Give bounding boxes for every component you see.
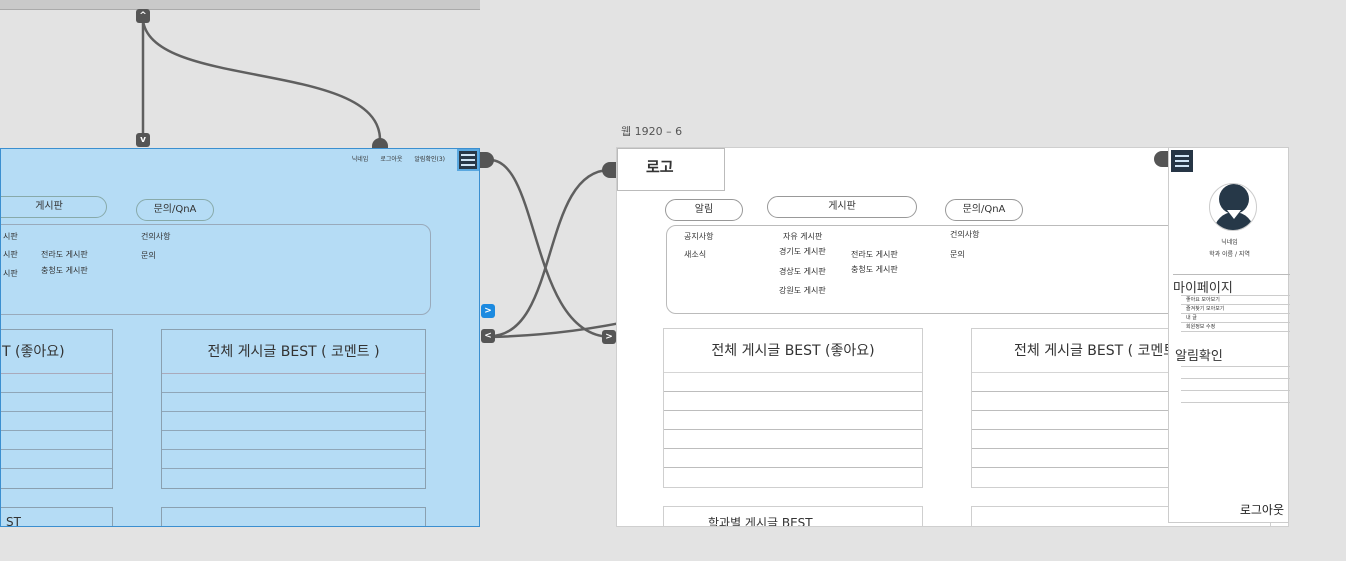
board-link-jeolla[interactable]: 전라도 게시판	[41, 250, 88, 259]
dept-best-title: ST	[6, 515, 21, 527]
board-link-free[interactable]: 자유 게시판	[783, 232, 823, 241]
top-nav: 닉네임 로그아웃 알림확인(3)	[352, 154, 445, 163]
nav-nickname[interactable]: 닉네임	[351, 156, 369, 163]
notification-list	[1181, 366, 1290, 403]
chevron-up-icon[interactable]: ^	[136, 9, 150, 23]
mypage-favorites[interactable]: 즐겨찾기 모아보기	[1181, 305, 1290, 314]
connector-anchor-logout[interactable]	[372, 138, 388, 148]
board-link-gyeonggi[interactable]: 경기도 게시판	[779, 247, 826, 256]
connector-back-to-logo	[489, 168, 611, 338]
tab-qna[interactable]: 문의/QnA	[136, 199, 214, 221]
logout-button[interactable]: 로그아웃	[1239, 503, 1284, 517]
qna-link-inquiry[interactable]: 문의	[141, 251, 156, 260]
tab-board[interactable]: 게시판	[767, 196, 917, 218]
connector-anchor-logo[interactable]	[602, 162, 616, 178]
dept-best-title: 학과별 게시글 BEST	[708, 516, 813, 527]
board-link[interactable]: 시판	[3, 232, 18, 241]
board-link-gangwon[interactable]: 강원도 게시판	[779, 286, 826, 295]
hamburger-menu-icon[interactable]	[1171, 150, 1193, 172]
dept-best-card: ST	[1, 507, 113, 527]
chevron-down-icon[interactable]: v	[136, 133, 150, 147]
category-box	[1, 224, 431, 315]
best-like-title: 전체 게시글 BEST (좋아요)	[664, 329, 922, 373]
user-dept-region: 학과 이름 / 지역	[1209, 251, 1250, 258]
hamburger-menu-icon[interactable]	[457, 149, 479, 171]
best-comment-card: 전체 게시글 BEST ( 코멘트	[971, 328, 1271, 488]
chevron-right-icon[interactable]: >	[602, 330, 616, 344]
chevron-right-icon[interactable]: >	[481, 304, 495, 318]
tab-board[interactable]: 게시판	[1, 196, 107, 218]
connector-menu-to-right	[489, 158, 611, 339]
mypage-edit-profile[interactable]: 회원정보 수정	[1181, 323, 1290, 332]
nav-notifications[interactable]: 알림확인(3)	[414, 156, 445, 163]
board-link[interactable]: 시판	[3, 269, 18, 278]
mypage-side-panel[interactable]: 닉네임 학과 이름 / 지역 마이페이지 좋아요 모아보기 즐겨찾기 모아보기 …	[1168, 147, 1290, 523]
connector-anchor-menu[interactable]	[480, 152, 494, 168]
user-nickname: 닉네임	[1221, 239, 1238, 246]
user-avatar-icon	[1209, 183, 1257, 231]
board-link-chungcheong[interactable]: 충청도 게시판	[41, 266, 88, 275]
best-comment-title: 전체 게시글 BEST ( 코멘트	[972, 329, 1270, 373]
best-comment-title: 전체 게시글 BEST ( 코멘트 )	[162, 330, 425, 374]
board-link-gyeongsang[interactable]: 경상도 게시판	[779, 267, 826, 276]
tab-qna[interactable]: 문의/QnA	[945, 199, 1023, 221]
notice-link[interactable]: 공지사항	[684, 232, 714, 241]
nav-logout[interactable]: 로그아웃	[380, 156, 403, 163]
mypage-my-posts[interactable]: 내 글	[1181, 314, 1290, 323]
best-like-card: 전체 게시글 BEST (좋아요)	[663, 328, 923, 488]
mypage-list: 좋아요 모아보기 즐겨찾기 모아보기 내 글 회원정보 수정	[1181, 295, 1290, 332]
board-link-jeolla[interactable]: 전라도 게시판	[851, 250, 898, 259]
qna-link-inquiry[interactable]: 문의	[950, 250, 965, 259]
news-link[interactable]: 새소식	[684, 250, 707, 259]
chevron-left-icon[interactable]: <	[481, 329, 495, 343]
board-link-chungcheong[interactable]: 충청도 게시판	[851, 265, 898, 274]
connector-top-to-logout	[141, 19, 382, 141]
dept-best-card: 학과별 게시글 BEST	[663, 506, 923, 527]
left-artboard[interactable]: 닉네임 로그아웃 알림확인(3) 게시판 문의/QnA 시판 시판 시판 전라도…	[0, 148, 480, 527]
qna-link-suggestion[interactable]: 건의사항	[141, 232, 171, 241]
top-artboard-partial	[0, 0, 480, 10]
best-like-card: T (좋아요)	[1, 329, 113, 489]
logo[interactable]: 로고	[617, 148, 725, 191]
tab-notice[interactable]: 알림	[665, 199, 743, 221]
notifications-heading[interactable]: 알림확인	[1175, 349, 1223, 364]
mypage-heading[interactable]: 마이페이지	[1173, 274, 1290, 296]
bottom-card	[161, 507, 426, 526]
best-like-title: T (좋아요)	[1, 330, 112, 374]
category-box	[666, 225, 1226, 314]
artboard-title[interactable]: 웹 1920 – 6	[621, 125, 683, 138]
board-link[interactable]: 시판	[3, 250, 18, 259]
best-comment-card: 전체 게시글 BEST ( 코멘트 )	[161, 329, 426, 489]
qna-link-suggestion[interactable]: 건의사항	[950, 230, 980, 239]
connector-anchor-sidepanel[interactable]	[1154, 151, 1168, 167]
mypage-likes[interactable]: 좋아요 모아보기	[1181, 296, 1290, 305]
